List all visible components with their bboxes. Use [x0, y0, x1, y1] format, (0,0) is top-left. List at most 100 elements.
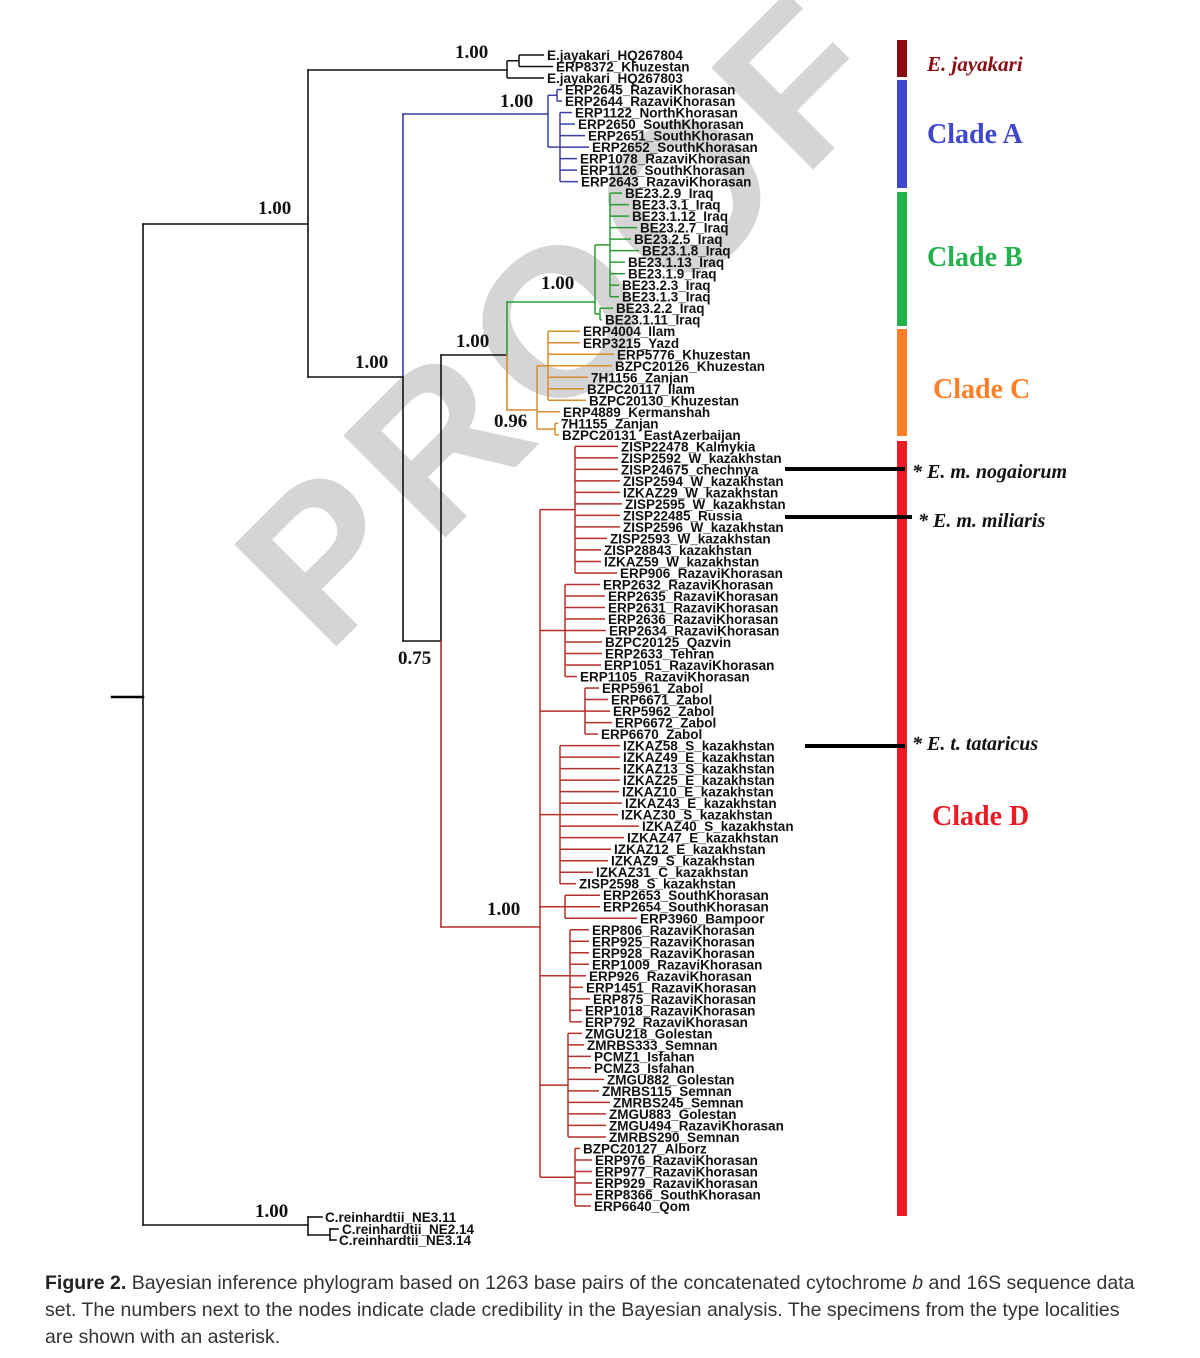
support-ingroup: 1.00	[355, 352, 389, 373]
leaf-label: ZISP28843_kazakhstan	[604, 543, 752, 558]
leaf-label: ERP806_RazaviKhorasan	[592, 923, 755, 938]
clade-bar-c	[897, 329, 907, 436]
leaf-label: ERP976_RazaviKhorasan	[595, 1153, 758, 1168]
leaf-label: 7H1155_Zanjan	[561, 416, 659, 431]
leaf-label: ZISP2596_W_kazakhstan	[623, 520, 784, 535]
leaf-label: ERP875_RazaviKhorasan	[593, 992, 756, 1007]
leaf-label: IZKAZ13_S_kazakhstan	[623, 762, 775, 777]
leaf-label: ZISP22478_Kalmykia	[621, 439, 756, 454]
leaf-label: IZKAZ43_E_kazakhstan	[625, 796, 777, 811]
support-root-upper: 1.00	[258, 198, 292, 219]
support-clade-c: 0.96	[494, 411, 528, 432]
leaf-label: IZKAZ59_W_kazakhstan	[604, 554, 759, 569]
clade-label-jayakari: E. jayakari	[927, 52, 1023, 76]
support-jayakari: 1.00	[455, 42, 489, 63]
leaf-label: ERP977_RazaviKhorasan	[595, 1164, 758, 1179]
leaf-label: ERP1451_RazaviKhorasan	[586, 980, 756, 995]
leaf-label: IZKAZ31_C_kazakhstan	[596, 865, 748, 880]
leaf-label: ERP2653_SouthKhorasan	[603, 888, 769, 903]
leaf-label: BZPC20130_Khuzestan	[589, 393, 739, 408]
leaf-label: BE23.1.13_Iraq	[628, 255, 724, 270]
leaf-label: BZPC20131_EastAzerbaijan	[562, 428, 741, 443]
leaf-label: ZMRBS290_Semnan	[609, 1130, 740, 1145]
leaf-label: ERP6672_Zabol	[615, 716, 716, 731]
leaf-label: IZKAZ40_S_kazakhstan	[642, 819, 794, 834]
leaf-label: ERP3215_Yazd	[583, 336, 679, 351]
leaf-label: ERP8372_Khuzestan	[556, 60, 690, 75]
leaf-label: ZISP2598_S_kazakhstan	[579, 877, 736, 892]
leaf-label: ERP2652_SouthKhorasan	[592, 140, 758, 155]
leaf-label: ZISP2594_W_kazakhstan	[623, 474, 784, 489]
type-locality-pointer	[785, 515, 912, 519]
leaf-label: ERP1078_RazaviKhorasan	[580, 152, 750, 167]
leaf-label: ERP792_RazaviKhorasan	[585, 1015, 748, 1030]
leaf-label: 7H1156_Zanjan	[591, 370, 689, 385]
leaf-label: IZKAZ30_S_kazakhstan	[621, 808, 773, 823]
clade-bar-jayakari	[897, 40, 907, 77]
leaf-label: ERP5961_Zabol	[602, 681, 703, 696]
leaf-label: ERP925_RazaviKhorasan	[592, 934, 755, 949]
annotation-miliaris: * E. m. miliaris	[918, 510, 1046, 532]
leaf-label: ERP1018_RazaviKhorasan	[585, 1003, 755, 1018]
leaf-label: ZMGU218_Golestan	[585, 1026, 713, 1041]
support-clade-b: 1.00	[541, 273, 575, 294]
leaf-label: ERP2654_SouthKhorasan	[603, 900, 769, 915]
figure-caption: Figure 2. Bayesian inference phylogram b…	[45, 1270, 1145, 1351]
leaf-label: ZMRBS115_Semnan	[602, 1084, 732, 1099]
type-locality-pointer	[785, 467, 905, 471]
leaf-label: BE23.3.1_Iraq	[632, 198, 721, 213]
leaf-label: ERP2643_RazaviKhorasan	[581, 175, 751, 190]
leaf-label: ERP3960_Bampoor	[640, 911, 765, 926]
leaf-label: ERP1051_RazaviKhorasan	[604, 658, 774, 673]
leaf-label: BE23.1.11_Iraq	[605, 313, 700, 328]
leaf-label: ERP2635_RazaviKhorasan	[608, 589, 778, 604]
leaf-label: BE23.2.5_Iraq	[634, 232, 723, 247]
leaf-label: ZISP2593_W_kazakhstan	[610, 531, 771, 546]
leaf-label: BZPC20126_Khuzestan	[615, 359, 765, 374]
leaf-label: ERP2631_RazaviKhorasan	[608, 600, 778, 615]
leaf-label: BE23.2.7_Iraq	[640, 221, 729, 236]
leaf-label: ERP2645_RazaviKhorasan	[565, 83, 735, 98]
outgroup-leaf-label: C.reinhardtii_NE2.14	[342, 1222, 475, 1237]
leaf-label: ZMGU883_Golestan	[609, 1107, 737, 1122]
caption-italic: b	[912, 1272, 924, 1294]
leaf-label: ERP2650_SouthKhorasan	[578, 117, 744, 132]
leaf-label: ERP5776_Khuzestan	[617, 347, 751, 362]
clade-label-d: Clade D	[932, 801, 1030, 832]
support-reinhardtii: 1.00	[255, 1201, 289, 1222]
leaf-label: ERP929_RazaviKhorasan	[595, 1176, 758, 1191]
leaf-label: ERP4004_Ilam	[583, 324, 675, 339]
leaf-label: PCMZ3_Isfahan	[594, 1061, 695, 1076]
clade-bar-b	[897, 192, 907, 326]
annotation-nogaiorum: * E. m. nogaiorum	[912, 461, 1068, 483]
leaf-label: IZKAZ12_E_kazakhstan	[614, 842, 766, 857]
leaf-label: BE23.1.9_Iraq	[628, 267, 717, 282]
leaf-label: ERP6671_Zabol	[611, 693, 712, 708]
leaf-label: ERP928_RazaviKhorasan	[592, 946, 755, 961]
leaf-label: ERP2644_RazaviKhorasan	[565, 94, 735, 109]
leaf-label: E.jayakari_HQ267804	[547, 48, 683, 63]
leaf-label: ERP6640_Qom	[594, 1199, 690, 1214]
leaf-label: ERP926_RazaviKhorasan	[589, 969, 752, 984]
clade-label-c: Clade C	[933, 374, 1031, 405]
leaf-label: BE23.1.3_Iraq	[622, 290, 711, 305]
leaf-label: ZISP22485_Russia	[623, 508, 743, 523]
support-clade-a: 1.00	[500, 91, 534, 112]
leaf-label: ERP2636_RazaviKhorasan	[608, 612, 778, 627]
leaf-label: IZKAZ9_S_kazakhstan	[611, 854, 755, 869]
clade-label-b: Clade B	[927, 242, 1023, 273]
leaf-label: ERP1126_SouthKhorasan	[580, 163, 745, 178]
leaf-label: ZMRBS333_Semnan	[587, 1038, 718, 1053]
leaf-label: BZPC20127_Alborz	[583, 1141, 707, 1156]
outgroup-leaf-label: C.reinhardtii_NE3.14	[339, 1233, 472, 1248]
leaf-label: IZKAZ29_W_kazakhstan	[623, 485, 778, 500]
leaf-label: BE23.2.3_Iraq	[622, 278, 711, 293]
leaf-label: ZISP2595_W_kazakhstan	[625, 497, 786, 512]
leaf-label: ERP4889_Kermanshah	[563, 405, 710, 420]
clade-label-a: Clade A	[927, 119, 1023, 150]
leaf-label: ERP2651_SouthKhorasan	[588, 129, 754, 144]
leaf-label: ERP1105_RazaviKhorasan	[580, 670, 750, 685]
leaf-label: ERP2632_RazaviKhorasan	[603, 577, 773, 592]
leaf-label: ERP6670_Zabol	[601, 727, 702, 742]
leaf-label: BZPC20117_Ilam	[587, 382, 695, 397]
